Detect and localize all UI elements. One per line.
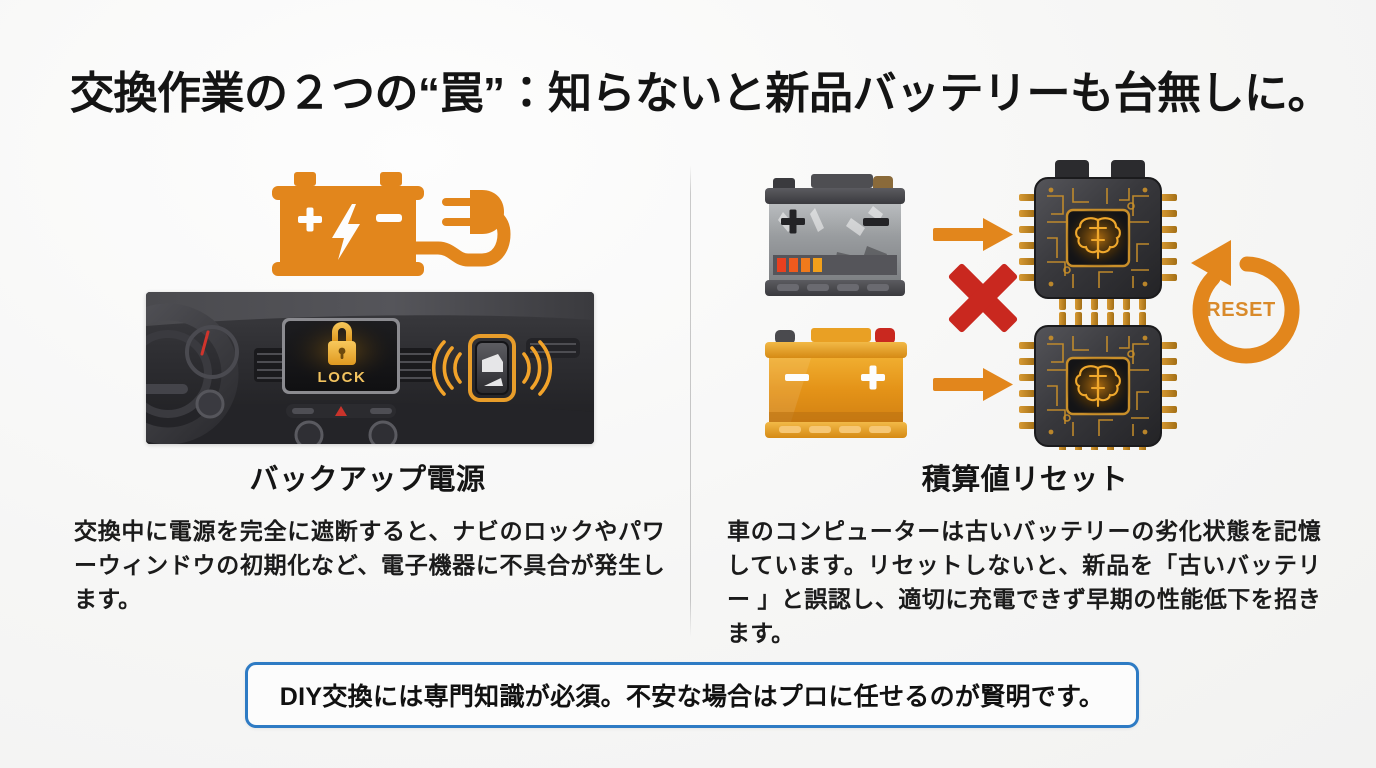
reset-icon: RESET [1191, 240, 1300, 364]
padlock-icon [328, 322, 356, 365]
charge-level-bars [777, 258, 822, 272]
red-x-icon [948, 263, 1018, 333]
column-accumulated-value-reset: RESET 積算値リセット 車のコンピューターは古いバッテリーの劣化状態を記憶し… [715, 160, 1335, 650]
reset-illustration: RESET [715, 160, 1335, 458]
reset-label: RESET [1206, 299, 1276, 321]
ecu-chip-icon-bottom [1019, 312, 1177, 458]
column-divider [690, 165, 691, 637]
reset-heading: 積算値リセット [921, 464, 1129, 496]
steering-wheel [146, 303, 239, 444]
arrow-new-to-chip [933, 368, 1013, 401]
ecu-chip-icon-top [1019, 160, 1177, 310]
hazard-triangle-icon [335, 406, 347, 416]
infotainment-screen: LOCK [282, 318, 400, 394]
new-battery-icon [765, 328, 907, 438]
brain-icon [1075, 365, 1121, 408]
signal-waves [431, 340, 553, 396]
car-dashboard-photo: LOCK [146, 292, 594, 444]
backup-power-heading: バックアップ電源 [249, 464, 486, 496]
column-backup-power: LOCK [60, 160, 675, 616]
reset-body: 車のコンピューターは古いバッテリーの劣化状態を記憶しています。リセットしないと、… [727, 518, 1321, 647]
old-battery-icon [765, 174, 905, 296]
page-title: 交換作業の２つの“罠”：知らないと新品バッテリーも台無しに。 [70, 69, 1332, 118]
battery-plug-icon [256, 166, 516, 286]
backup-power-illustration: LOCK [60, 160, 675, 450]
brain-icon [1075, 217, 1121, 260]
screen-lock-label: LOCK [318, 369, 367, 386]
conclusion-banner: DIY交換には専門知識が必須。不安な場合はプロに任せるのが賢明です。 [245, 662, 1139, 728]
conclusion-banner-text: DIY交換には専門知識が必須。不安な場合はプロに任せるのが賢明です。 [279, 683, 1105, 711]
power-window-switch [431, 334, 553, 402]
backup-power-body: 交換中に電源を完全に遮断すると、ナビのロックやパワーウィンドウの初期化など、電子… [74, 518, 665, 613]
arrow-old-to-chip [933, 218, 1013, 251]
